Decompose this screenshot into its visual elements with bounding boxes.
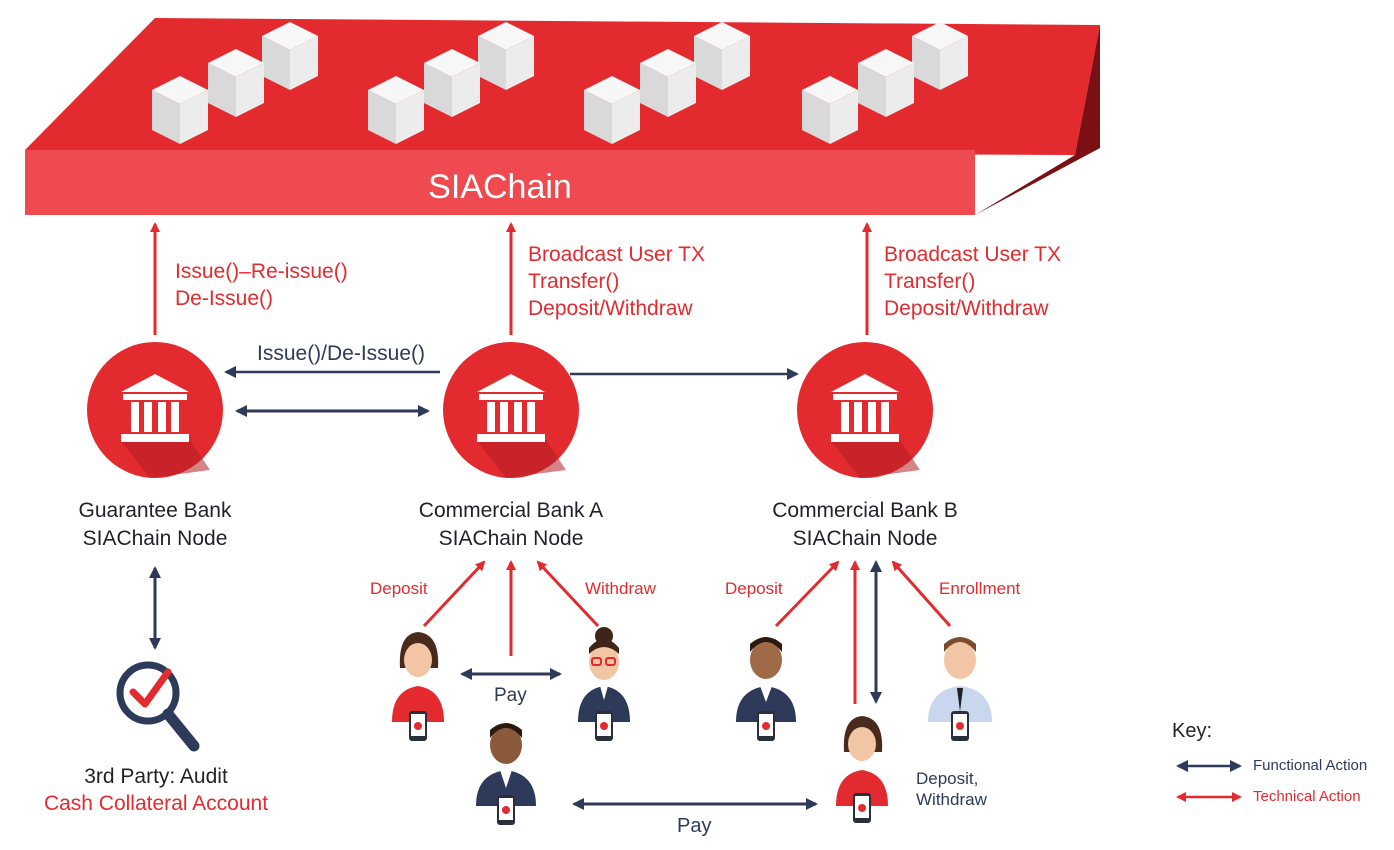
bank-b-subtitle: SIAChain Node (792, 527, 938, 550)
guarantee-bank-node (87, 342, 223, 478)
guarantee-tech-action-2: De-Issue() (175, 287, 274, 310)
user-man-bank-b (736, 637, 796, 741)
bank-b-node (797, 342, 933, 478)
user-man-center (476, 723, 536, 825)
bank-a-tech-action-1: Broadcast User TX (528, 243, 706, 266)
bank-a-name: Commercial Bank A (418, 499, 604, 522)
audit-title: 3rd Party: Audit (84, 765, 228, 788)
bank-b-name: Commercial Bank B (772, 499, 958, 522)
user-woman-bank-a (392, 632, 444, 741)
interbank-label: Issue()/De-Issue() (257, 342, 426, 365)
user-man-enrollment (928, 637, 992, 741)
user-woman-bank-b (836, 716, 888, 823)
guarantee-tech-action-1: Issue()–Re-issue() (175, 260, 348, 283)
bank-a-withdraw-label: Withdraw (585, 579, 656, 598)
audit-magnifier-icon (116, 661, 200, 752)
bank-b-note-line-2: Withdraw (916, 790, 987, 809)
bank-a-pay-label: Pay (494, 685, 527, 706)
audit-subtitle: Cash Collateral Account (43, 792, 269, 815)
bank-b-tech-action-3: Deposit/Withdraw (884, 297, 1049, 320)
bank-a-deposit-label: Deposit (370, 579, 428, 598)
bank-a-subtitle: SIAChain Node (438, 527, 584, 550)
bank-b-tech-action-1: Broadcast User TX (884, 243, 1062, 266)
siachain-title: SIAChain (428, 168, 572, 206)
bank-a-tech-action-3: Deposit/Withdraw (528, 297, 693, 320)
bank-b-enrollment-label: Enrollment (939, 579, 1021, 598)
user-woman-glasses-bank-a (578, 627, 630, 741)
bank-a-withdraw-arrow (536, 560, 600, 628)
bank-b-enrollment-arrow (891, 560, 952, 627)
cross-bank-pay-label: Pay (677, 815, 712, 837)
bank-b-deposit-arrow (774, 560, 840, 628)
bank-a-node (443, 342, 579, 478)
key-functional-label: Functional Action (1253, 757, 1368, 774)
guarantee-bank-name: Guarantee Bank (78, 499, 232, 522)
key-technical-label: Technical Action (1253, 788, 1361, 805)
bank-b-deposit-label: Deposit (725, 579, 783, 598)
bank-b-note-line-1: Deposit, (916, 769, 979, 788)
bank-a-tech-action-2: Transfer() (528, 270, 620, 293)
bank-a-deposit-arrow (422, 560, 486, 628)
bank-b-tech-action-2: Transfer() (884, 270, 976, 293)
key-title: Key: (1172, 720, 1213, 742)
guarantee-bank-subtitle: SIAChain Node (82, 527, 228, 550)
